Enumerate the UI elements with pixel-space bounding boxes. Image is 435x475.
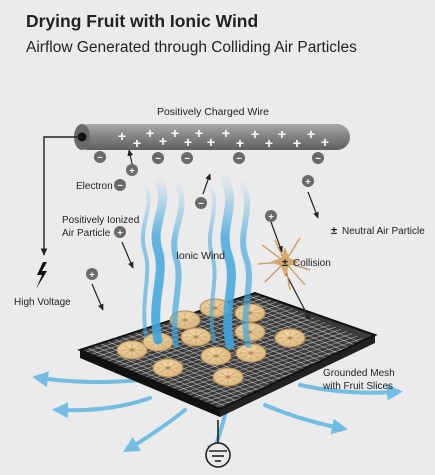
electron-particle: − [233, 152, 245, 164]
positive-charge: + [133, 135, 141, 151]
pointer-arrows [91, 149, 319, 321]
ionized-label-line2: Air Particle [62, 228, 111, 239]
svg-text:−: − [236, 153, 242, 164]
electron-particle: − [181, 152, 193, 164]
page-title: Drying Fruit with Ionic Wind [26, 11, 258, 31]
high-voltage-line [40, 136, 82, 256]
positive-charge: + [278, 126, 286, 142]
wire-label: Positively Charged Wire [157, 106, 269, 118]
positive-charge: + [207, 134, 215, 150]
fruit-slice [180, 327, 212, 347]
svg-text:−: − [155, 153, 161, 164]
outflow-arrows [32, 371, 403, 463]
fruit-slices [116, 298, 306, 387]
positive-ion-particle: + [265, 210, 277, 222]
wire-positive-charges: ++++++++++++++++ [118, 125, 329, 151]
mesh-edge-left [80, 350, 220, 417]
neutral-particle-label: Neutral Air Particle [342, 226, 425, 237]
svg-text:+: + [305, 176, 311, 187]
positive-ion-particle: + [114, 226, 126, 238]
high-voltage-label: High Voltage [14, 297, 71, 308]
fruit-slice [200, 346, 232, 366]
collision-star [257, 237, 311, 291]
ground-symbol-icon [205, 420, 231, 468]
positive-ion-particle: + [302, 175, 314, 187]
electron-particle: − [312, 152, 324, 164]
svg-text:+: + [129, 165, 135, 176]
positive-charge: + [118, 128, 126, 144]
positive-charge: + [321, 134, 329, 150]
positive-ion-particle: + [86, 268, 98, 280]
ionized-label-line1: Positively Ionized [62, 215, 139, 226]
electron-particle: − [195, 197, 207, 209]
mesh-label-line2: with Fruit Slices [322, 381, 393, 392]
positive-charge: + [184, 134, 192, 150]
svg-text:+: + [117, 227, 123, 238]
positive-charge: + [265, 135, 273, 151]
positive-charge: + [307, 126, 315, 142]
positive-charge: + [159, 133, 167, 149]
positive-charge: + [195, 125, 203, 141]
electron-particle: − [94, 151, 106, 163]
air-particles: −−−−−−−+++++±± [86, 151, 337, 280]
svg-text:−: − [315, 153, 321, 164]
neutral-particle-symbol: ± [282, 257, 288, 269]
lightning-bolt-icon [36, 262, 47, 289]
positive-charge: + [146, 125, 154, 141]
positive-charge: + [222, 125, 230, 141]
fruit-slice [152, 358, 184, 378]
positive-charge: + [236, 135, 244, 151]
positive-ion-particle: + [126, 164, 138, 176]
electron-particle: − [152, 152, 164, 164]
ionic-wind-streams [140, 175, 252, 350]
svg-text:−: − [117, 180, 123, 191]
collision-label: Collision [293, 258, 331, 269]
svg-text:−: − [198, 198, 204, 209]
positive-charge: + [293, 135, 301, 151]
electron-label: Electron [76, 181, 113, 192]
fruit-slice [235, 343, 267, 363]
svg-text:+: + [89, 269, 95, 280]
fruit-slice [274, 328, 306, 348]
neutral-particle-symbol: ± [331, 225, 337, 237]
mesh-label-line1: Grounded Mesh [323, 368, 395, 379]
svg-text:+: + [268, 211, 274, 222]
positive-charge: + [171, 125, 179, 141]
ionic-wind-label: Ionic Wind [176, 250, 225, 262]
fruit-slice [116, 340, 148, 360]
fruit-slice [212, 367, 244, 387]
mesh-edge-right [220, 335, 375, 417]
fruit-slice [234, 322, 266, 342]
svg-text:−: − [184, 153, 190, 164]
electron-particle: − [114, 179, 126, 191]
page-subtitle: Airflow Generated through Colliding Air … [26, 39, 357, 56]
positive-charge: + [251, 126, 259, 142]
svg-text:−: − [97, 152, 103, 163]
fruit-slice [234, 303, 266, 323]
